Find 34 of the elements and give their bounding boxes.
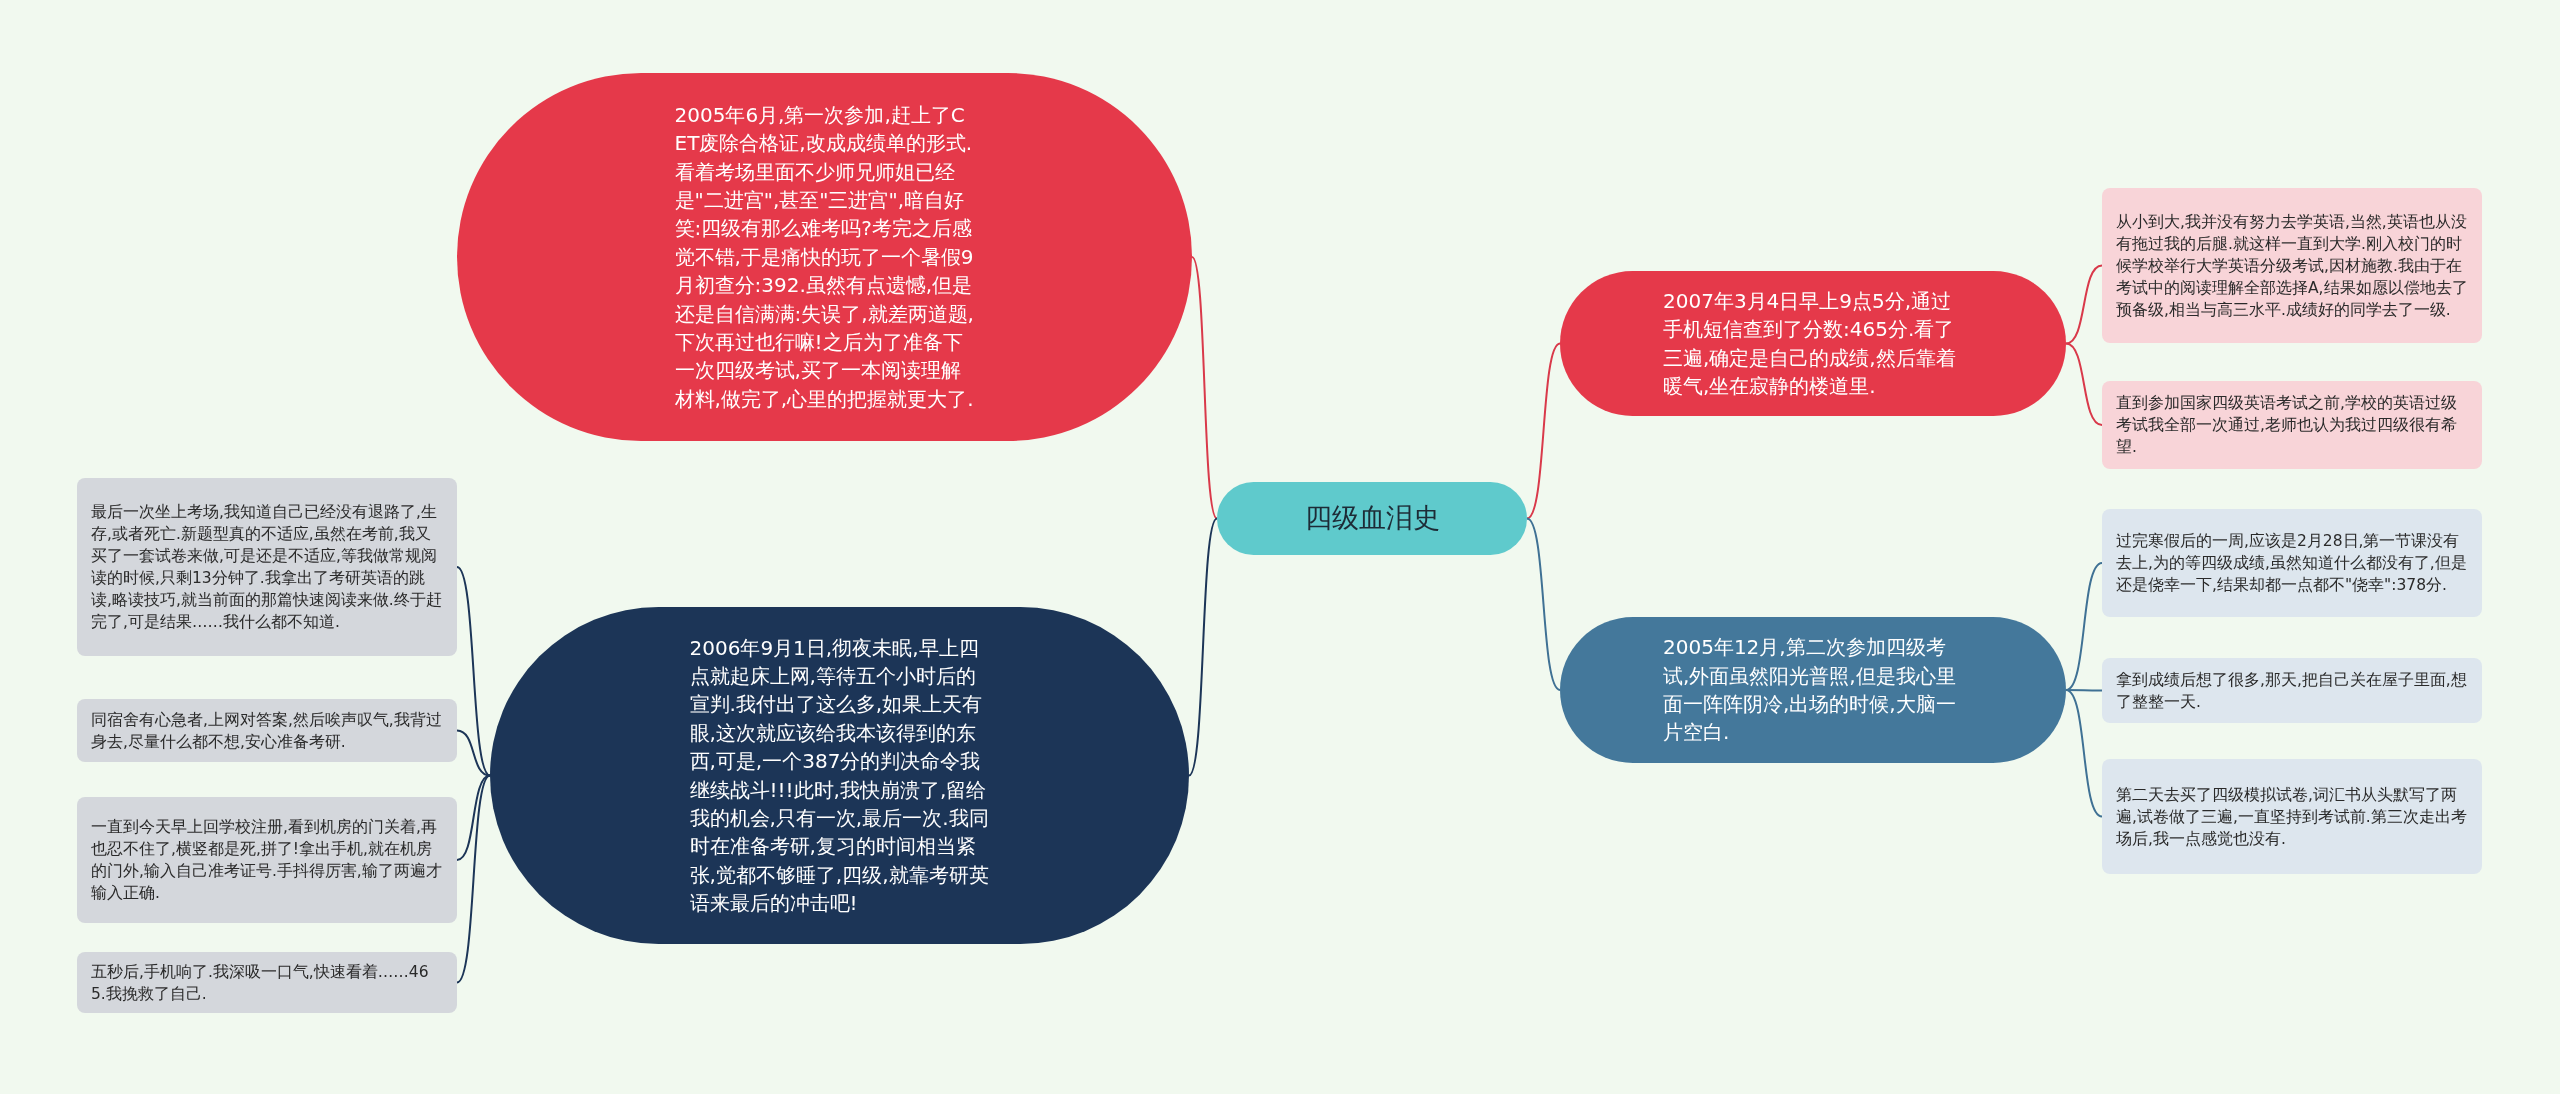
note-box bbox=[77, 478, 457, 656]
note-text: 过完寒假后的一周,应该是2月28日,第一节课没有去上,为的等四级成绩,虽然知道什么都没有了,但是还是侥幸一下,结果却都一点都不"侥幸":378分. bbox=[2116, 531, 2468, 596]
topic-text: 2006年9月1日,彻夜未眠,早上四点就起床上网,等待五个小时后的宣判.我付出了这么多,如果上天有眼,这次就应该给我本该得到的东西,可是,一个387分的判决命令我继续战斗!!!此时,我快崩溃了,留给我的机会,只有一次,最后一次.我同时在准备考研,复习的时间相当紧张,觉都不够睡了,四级,就靠考研英语来最后的冲击吧! bbox=[689, 634, 990, 918]
note-box bbox=[77, 699, 457, 762]
note-text: 从小到大,我并没有努力去学英语,当然,英语也从没有拖过我的后腿.就这样一直到大学.刚入校门的时候学校举行大学英语分级考试,因材施教.我由于在考试中的阅读理解全部选择A,结果如愿以偿地去了预备级,相当与高三水平.成绩好的同学去了一级. bbox=[2116, 211, 2468, 321]
topic-text: 2005年12月,第二次参加四级考试,外面虽然阳光普照,但是我心里面一阵阵阴冷,出场的时候,大脑一片空白. bbox=[1663, 634, 1957, 747]
note-box bbox=[77, 952, 457, 1013]
note-text: 第二天去买了四级模拟试卷,词汇书从头默写了两遍,试卷做了三遍,一直坚持到考试前.第三次走出考场后,我一点感觉也没有. bbox=[2116, 784, 2468, 850]
connector-line bbox=[1188, 517, 1218, 777]
connector-line bbox=[2065, 689, 2103, 818]
note-box bbox=[2102, 759, 2482, 874]
connector-line bbox=[456, 774, 491, 984]
topic-text: 2005年6月,第一次参加,赶上了CET废除合格证,改成成绩单的形式.看着考场里面不少师兄师姐已经是"二进宫",甚至"三进宫",暗自好笑:四级有那么难考吗?考完之后感觉不错,于是痛快的玩了一个暑假9月初查分:392.虽然有点遗憾,但是还是自信满满:失误了,就差两道题,下次再过也行嘛!之后为了准备下一次四级考试,买了一本阅读理解材料,做完了,心里的把握就更大了. bbox=[674, 101, 975, 413]
note-text: 同宿舍有心急者,上网对答案,然后唉声叹气,我背过身去,尽量什么都不想,安心准备考研. bbox=[91, 709, 443, 753]
connector-line bbox=[1191, 256, 1218, 520]
note-box bbox=[2102, 188, 2482, 343]
note-box bbox=[77, 797, 457, 923]
note-box bbox=[2102, 381, 2482, 469]
note-box bbox=[2102, 509, 2482, 617]
connector-line bbox=[2065, 264, 2103, 345]
note-text: 一直到今天早上回学校注册,看到机房的门关着,再也忍不住了,横竖都是死,拼了!拿出手机,就在机房的门外,输入自己准考证号.手抖得厉害,输了两遍才输入正确. bbox=[91, 817, 443, 904]
connector-line bbox=[456, 566, 491, 777]
connector-line bbox=[456, 729, 491, 777]
connector-line bbox=[1526, 517, 1561, 691]
note-text: 直到参加国家四级英语考试之前,学校的英语过级考试我全部一次通过,老师也认为我过四级很有希望. bbox=[2116, 393, 2458, 458]
note-text: 最后一次坐上考场,我知道自己已经没有退路了,生存,或者死亡.新题型真的不适应,虽然在考前,我又买了一套试卷来做,可是还是不适应,等我做常规阅读的时候,只剩13分钟了.我拿出了考研英语的跳读,略读技巧,就当前面的那篇快速阅读来做.终于赶完了,可是结果……我什么都不知道. bbox=[91, 502, 443, 633]
note-box bbox=[2102, 658, 2482, 723]
note-text: 五秒后,手机响了.我深吸一口气,快速看着……465.我挽救了自己. bbox=[91, 961, 430, 1005]
note-text: 拿到成绩后想了很多,那天,把自己关在屋子里面,想了整整一天. bbox=[2116, 669, 2468, 713]
topic-title: 四级血泪史 bbox=[1303, 501, 1441, 536]
connector-line bbox=[1526, 342, 1561, 520]
connector-line bbox=[2065, 342, 2103, 426]
topic-text: 2007年3月4日早上9点5分,通过手机短信查到了分数:465分.看了三遍,确定是自己的成绩,然后靠着暖气,坐在寂静的楼道里. bbox=[1663, 287, 1957, 400]
connector-line bbox=[2065, 562, 2103, 691]
